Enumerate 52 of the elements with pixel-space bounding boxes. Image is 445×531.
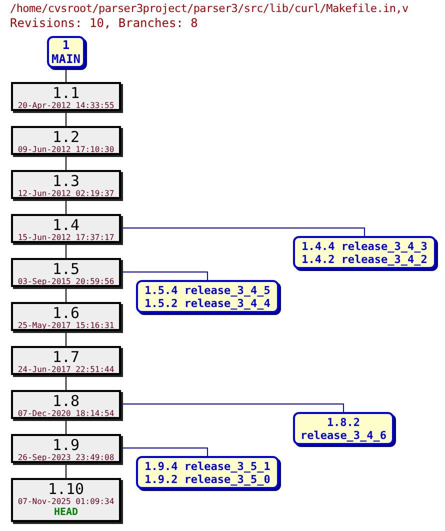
revision-date: 07-Nov-2025 01:09:34 — [18, 497, 114, 507]
revision-box — [11, 434, 121, 463]
branch-connector — [120, 448, 208, 456]
revision-number: 1.1 — [52, 85, 80, 101]
revision-box — [11, 390, 121, 419]
branch-name: MAIN — [52, 52, 80, 66]
tag-label: 1.4.4 release_3_4_3 — [302, 240, 428, 252]
trunk-box — [47, 36, 85, 68]
tag-label: 1.8.2 — [326, 416, 360, 428]
revision-date: 25-May-2017 15:16:31 — [18, 321, 114, 331]
revision-date: 03-Sep-2015 20:59:56 — [18, 277, 114, 287]
revision-box — [11, 302, 121, 331]
revision-number: 1.5 — [52, 261, 80, 277]
tag-label: 1.4.2 release_3_4_2 — [302, 252, 428, 266]
revision-box — [11, 170, 121, 199]
revision-box — [11, 346, 121, 375]
branch-tag-box — [136, 456, 279, 489]
branch-tag-box — [293, 236, 436, 269]
tag-label: 1.5.2 release_3_4_4 — [144, 296, 270, 310]
revision-number: 1.10 — [48, 481, 84, 497]
tag-label: 1.5.4 release_3_4_5 — [144, 284, 270, 296]
revision-date: 12-Jun-2012 02:19:37 — [18, 189, 114, 199]
revision-count-note: Revisions: 10, Branches: 8 — [10, 16, 198, 30]
revision-box — [11, 478, 121, 522]
branch-tag-box — [136, 280, 279, 313]
revision-number: 1 — [62, 38, 70, 52]
revision-box — [11, 258, 121, 287]
revision-number: 1.4 — [52, 217, 80, 233]
branch-tag-box — [293, 412, 394, 445]
file-path-title: /home/cvsroot/parser3project/parser3/src/lib/curl/Makefile.in,v — [10, 2, 408, 16]
revision-number: 1.8 — [52, 393, 80, 409]
revision-number: 1.3 — [52, 173, 80, 189]
revision-box — [11, 126, 121, 155]
revision-box — [11, 82, 121, 111]
revision-date: 20-Apr-2012 14:33:55 — [18, 101, 114, 111]
revision-number: 1.7 — [52, 349, 80, 365]
revision-date: 09-Jun-2012 17:10:30 — [18, 145, 114, 155]
revision-date: 24-Jun-2017 22:51:44 — [18, 365, 114, 375]
revision-date: 07-Dec-2020 18:14:54 — [18, 409, 114, 419]
head-tag: HEAD — [54, 507, 78, 519]
revision-number: 1.6 — [52, 305, 80, 321]
tag-label: 1.9.2 release_3_5_0 — [144, 472, 270, 486]
revision-date: 26-Sep-2023 23:49:08 — [18, 453, 114, 463]
branch-connector — [120, 404, 344, 412]
branch-connector — [120, 272, 208, 280]
branch-connector — [120, 228, 365, 236]
revision-number: 1.2 — [52, 129, 80, 145]
tag-label: release_3_4_6 — [300, 428, 387, 442]
revision-date: 15-Jun-2012 17:37:17 — [18, 233, 114, 243]
revision-box — [11, 214, 121, 243]
tag-label: 1.9.4 release_3_5_1 — [144, 460, 270, 472]
revision-number: 1.9 — [52, 437, 80, 453]
